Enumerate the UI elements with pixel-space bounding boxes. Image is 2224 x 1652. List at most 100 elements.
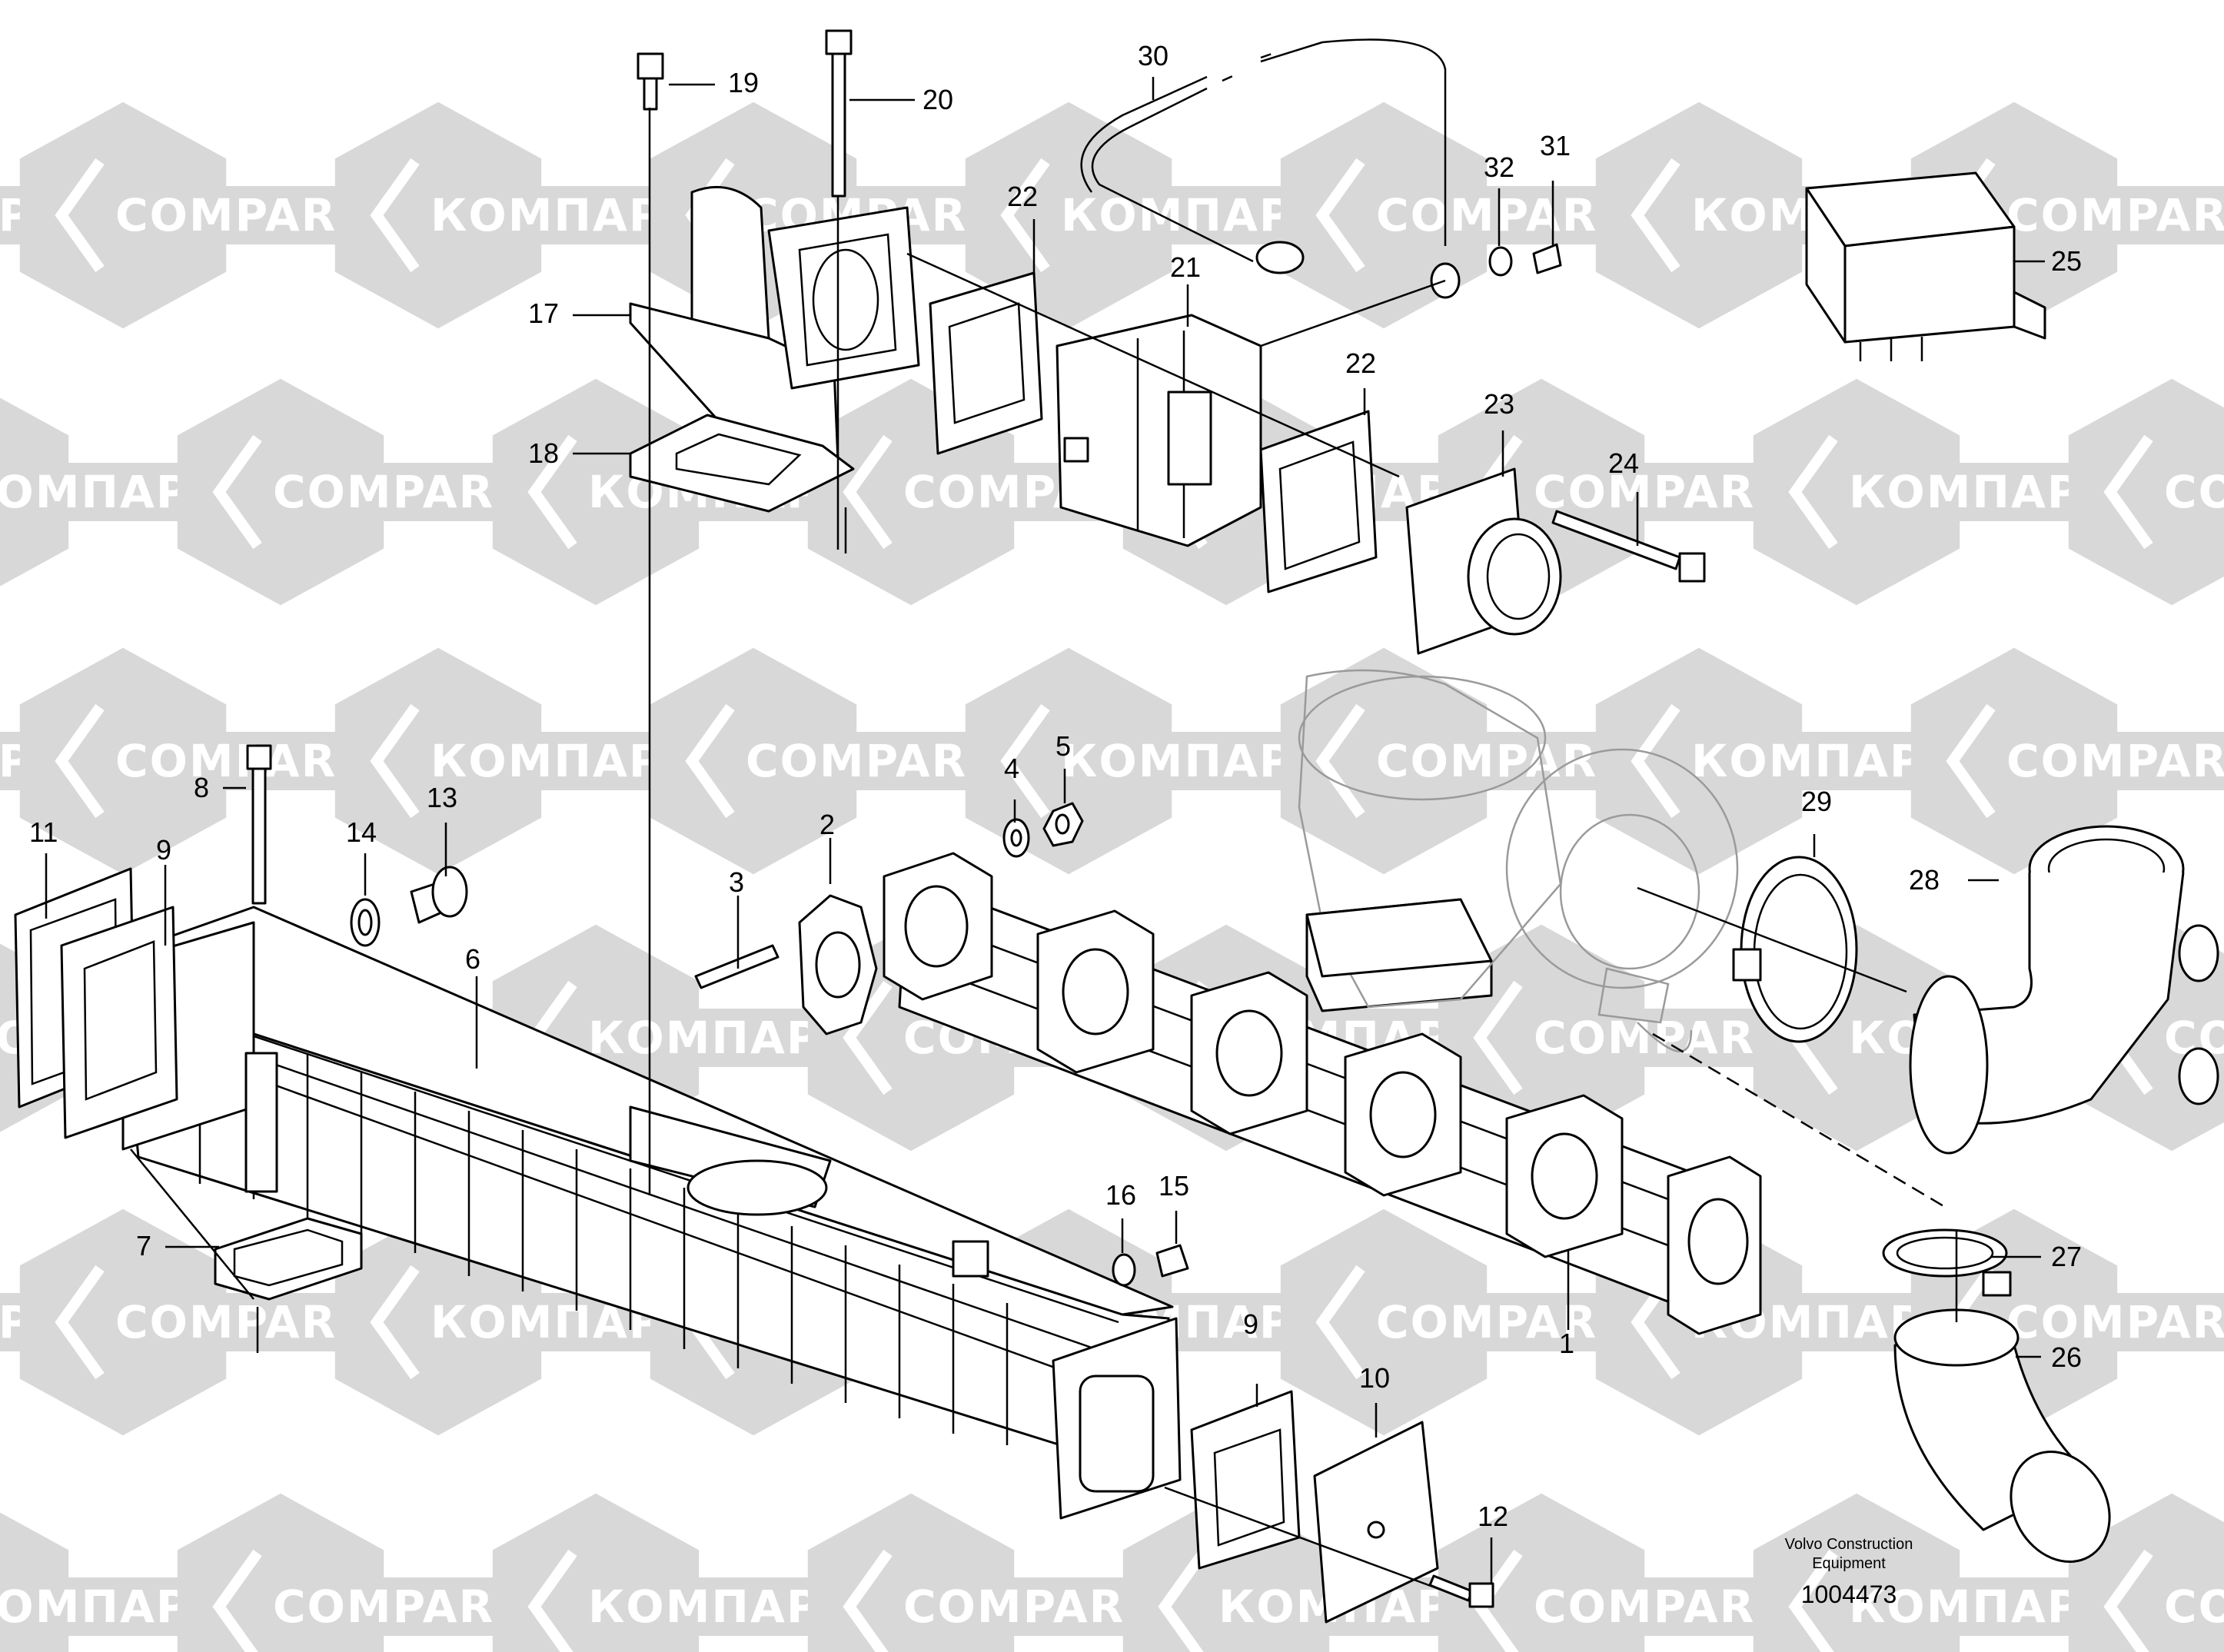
watermark-text: COMPART: [115, 735, 367, 787]
watermark-chevron: [843, 980, 893, 1095]
watermark-text: КОМПАРТ: [1849, 466, 2113, 518]
watermark-chevron: [370, 703, 420, 819]
drawing-number: 1004473: [1801, 1581, 1897, 1608]
callout-26: 26: [2051, 1341, 2082, 1373]
watermark-band: [423, 732, 653, 790]
callout-3: 3: [729, 866, 744, 898]
watermark-band: [265, 463, 496, 521]
callout-5: 5: [1055, 730, 1071, 762]
hose-26: [1893, 1308, 2111, 1564]
callout-10: 10: [1359, 1362, 1390, 1394]
watermark-chevron: [370, 158, 420, 273]
watermark-band: [1368, 732, 1599, 790]
callout-8: 8: [194, 772, 209, 803]
washer-16: [1112, 1253, 1136, 1287]
screw-20: [825, 29, 853, 198]
watermark-chevron: [1158, 1549, 1208, 1652]
clamp-27: [1882, 1228, 2012, 1297]
watermark-chevron: [527, 1549, 577, 1652]
callout-23: 23: [1484, 388, 1514, 420]
watermark-chevron: [527, 434, 577, 550]
callout-30: 30: [1138, 40, 1169, 71]
watermark-text: COMPART: [1376, 735, 1627, 787]
watermark-text: КОМПАРТ: [588, 1581, 853, 1633]
watermark-text: COMPART: [115, 189, 367, 241]
watermark-chevron: [212, 1549, 262, 1652]
screw-8: [246, 744, 272, 905]
watermark-band: [2156, 1577, 2224, 1636]
egr-housing-17: [629, 185, 920, 478]
watermark-band: [1526, 1009, 1757, 1067]
callout-11: 11: [29, 816, 58, 848]
gasket-22-right: [1259, 410, 1378, 593]
watermark-chevron: [370, 1265, 420, 1380]
watermark-text: КОМПАРТ: [1691, 735, 1956, 787]
watermark-band: [0, 1293, 23, 1351]
watermark-band: [1368, 186, 1599, 244]
stud-3: [694, 944, 780, 989]
nut-5: [1042, 802, 1084, 847]
callout-19: 19: [728, 67, 759, 98]
watermark-text: КОМПАРТ: [1061, 735, 1325, 787]
gasket-9-left: [60, 906, 178, 1139]
watermark-shield: [2068, 378, 2224, 606]
callout-31: 31: [1540, 130, 1571, 161]
watermark-chevron: [1315, 703, 1365, 819]
watermark-band: [1999, 186, 2224, 244]
watermark-band: [1684, 732, 1914, 790]
watermark-chevron: [1000, 703, 1050, 819]
watermark-chevron: [2103, 1549, 2153, 1652]
watermark-band: [265, 1577, 496, 1636]
watermark-band: [108, 732, 338, 790]
watermark-text: КОМПАРТ: [1849, 1581, 2113, 1633]
watermark-chevron: [1315, 158, 1365, 273]
drawing-footer: Volvo Construction Equipment 1004473: [1785, 1536, 1913, 1608]
callout-32: 32: [1484, 151, 1514, 183]
watermark-band: [580, 1577, 811, 1636]
watermark-text: COMPART: [273, 466, 524, 518]
watermark-chevron: [2103, 434, 2153, 550]
callout-2: 2: [819, 809, 835, 840]
screw-31: [1532, 243, 1562, 274]
washer-32: [1488, 246, 1513, 277]
watermark-chevron: [1473, 980, 1523, 1095]
callout-25: 25: [2051, 245, 2082, 277]
flange-23: [1405, 467, 1562, 655]
watermark-band: [896, 1577, 1126, 1636]
watermark-band: [108, 1293, 338, 1351]
callout-6: 6: [465, 943, 480, 975]
watermark-chevron: [843, 434, 893, 550]
callout-28: 28: [1909, 864, 1940, 896]
callout-9-left: 9: [156, 834, 171, 866]
valve-21: [1055, 314, 1262, 547]
watermark-text: КОМПАРТ: [588, 1012, 853, 1064]
callout-12: 12: [1478, 1501, 1508, 1532]
watermark-band: [738, 732, 969, 790]
callout-17: 17: [528, 297, 559, 329]
intake-manifold: [121, 906, 1182, 1520]
watermark-band: [1053, 732, 1284, 790]
bolt-24: [1551, 510, 1706, 583]
callout-29: 29: [1801, 786, 1832, 817]
callout-20: 20: [923, 84, 953, 115]
exhaust-manifold: [883, 852, 1762, 1335]
callout-13: 13: [427, 782, 457, 813]
cover-plate-10: [1313, 1421, 1439, 1624]
watermark-chevron: [1788, 1549, 1838, 1652]
watermark-band: [1053, 186, 1284, 244]
watermark-chevron: [1788, 434, 1838, 550]
watermark-band: [0, 732, 23, 790]
watermark-band: [1526, 463, 1757, 521]
callout-24: 24: [1608, 447, 1639, 479]
gasket-22-left: [929, 271, 1043, 455]
parts-layer: [14, 29, 2219, 1624]
watermark-text: COMPART: [2164, 1581, 2224, 1633]
control-unit-25: [1805, 171, 2046, 361]
watermark-chevron: [685, 703, 735, 819]
callout-16: 16: [1105, 1179, 1136, 1211]
callout-21: 21: [1170, 251, 1201, 283]
watermark-text: COMPART: [1534, 1581, 1785, 1633]
watermark-band: [0, 186, 23, 244]
washer-4: [1002, 818, 1030, 858]
